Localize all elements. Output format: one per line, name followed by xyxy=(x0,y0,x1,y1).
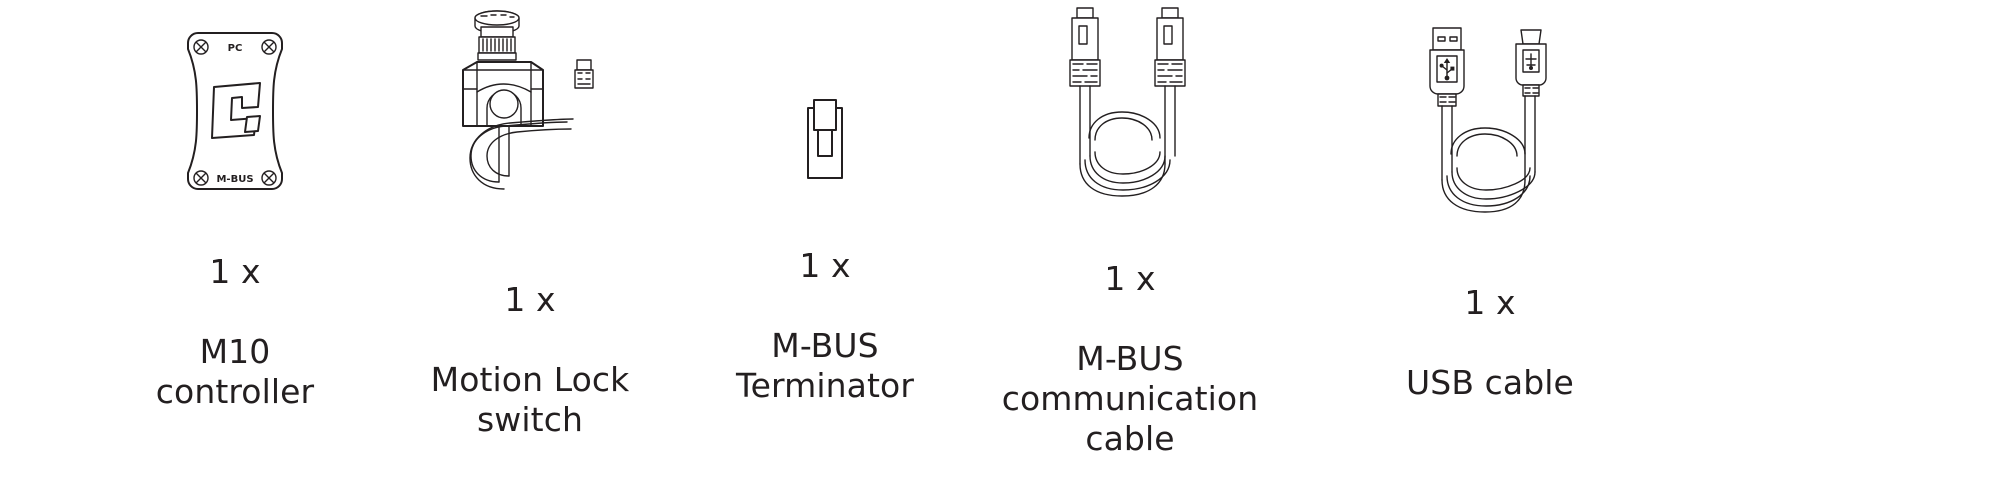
rj-connector-right-icon xyxy=(1154,7,1186,87)
motion-lock-switch-illustration xyxy=(445,0,615,215)
part-quantity: 1 x xyxy=(1464,283,1516,322)
m10-controller-illustration: PC M-BUS xyxy=(170,0,300,200)
part-caption: 1 x Motion Lock switch xyxy=(431,240,630,480)
usb-cable-icon xyxy=(1429,27,1547,213)
part-item-m-bus-terminator: 1 x M-BUS Terminator xyxy=(650,0,1000,467)
m-bus-terminator-illustration xyxy=(790,0,860,190)
part-name: M-BUS communication cable xyxy=(1001,339,1259,458)
knob-switch-icon xyxy=(462,10,594,190)
part-item-m-bus-communication-cable: 1 x M-BUS communication cable xyxy=(930,0,1330,467)
part-caption: 1 x M-BUS communication cable xyxy=(1002,219,1259,499)
part-item-motion-lock-switch: 1 x Motion Lock switch xyxy=(355,0,705,467)
part-item-m10-controller: PC M-BUS 1 x M10 controller xyxy=(60,0,410,467)
usb-a-connector-icon xyxy=(1429,27,1465,107)
part-item-usb-cable: 1 x USB cable xyxy=(1290,0,1690,467)
parts-list-illustration: PC M-BUS 1 x M10 controller xyxy=(60,0,1690,467)
part-name: M-BUS Terminator xyxy=(736,326,914,405)
rj-cable-icon xyxy=(1069,7,1186,197)
svg-text:M-BUS: M-BUS xyxy=(216,174,253,185)
part-name: USB cable xyxy=(1406,363,1574,402)
part-caption: 1 x USB cable xyxy=(1406,243,1574,443)
part-quantity: 1 x xyxy=(209,252,261,291)
part-name: M10 controller xyxy=(155,332,315,411)
brand-logo-icon xyxy=(211,82,261,139)
part-caption: 1 x M-BUS Terminator xyxy=(736,206,914,446)
terminator-plug-icon xyxy=(807,99,843,179)
rj-connector-left-icon xyxy=(1069,7,1101,87)
svg-text:PC: PC xyxy=(228,43,243,54)
usb-cable-illustration xyxy=(1405,0,1575,215)
part-quantity: 1 x xyxy=(799,246,851,285)
usb-trident-icon xyxy=(1439,58,1455,81)
part-caption: 1 x M10 controller xyxy=(156,212,314,452)
m-bus-cable-illustration xyxy=(1045,0,1215,205)
part-name: Motion Lock switch xyxy=(430,360,630,439)
part-quantity: 1 x xyxy=(1104,259,1156,298)
micro-usb-connector-icon xyxy=(1515,29,1547,97)
part-quantity: 1 x xyxy=(504,280,556,319)
controller-board-icon: PC M-BUS xyxy=(187,32,283,190)
